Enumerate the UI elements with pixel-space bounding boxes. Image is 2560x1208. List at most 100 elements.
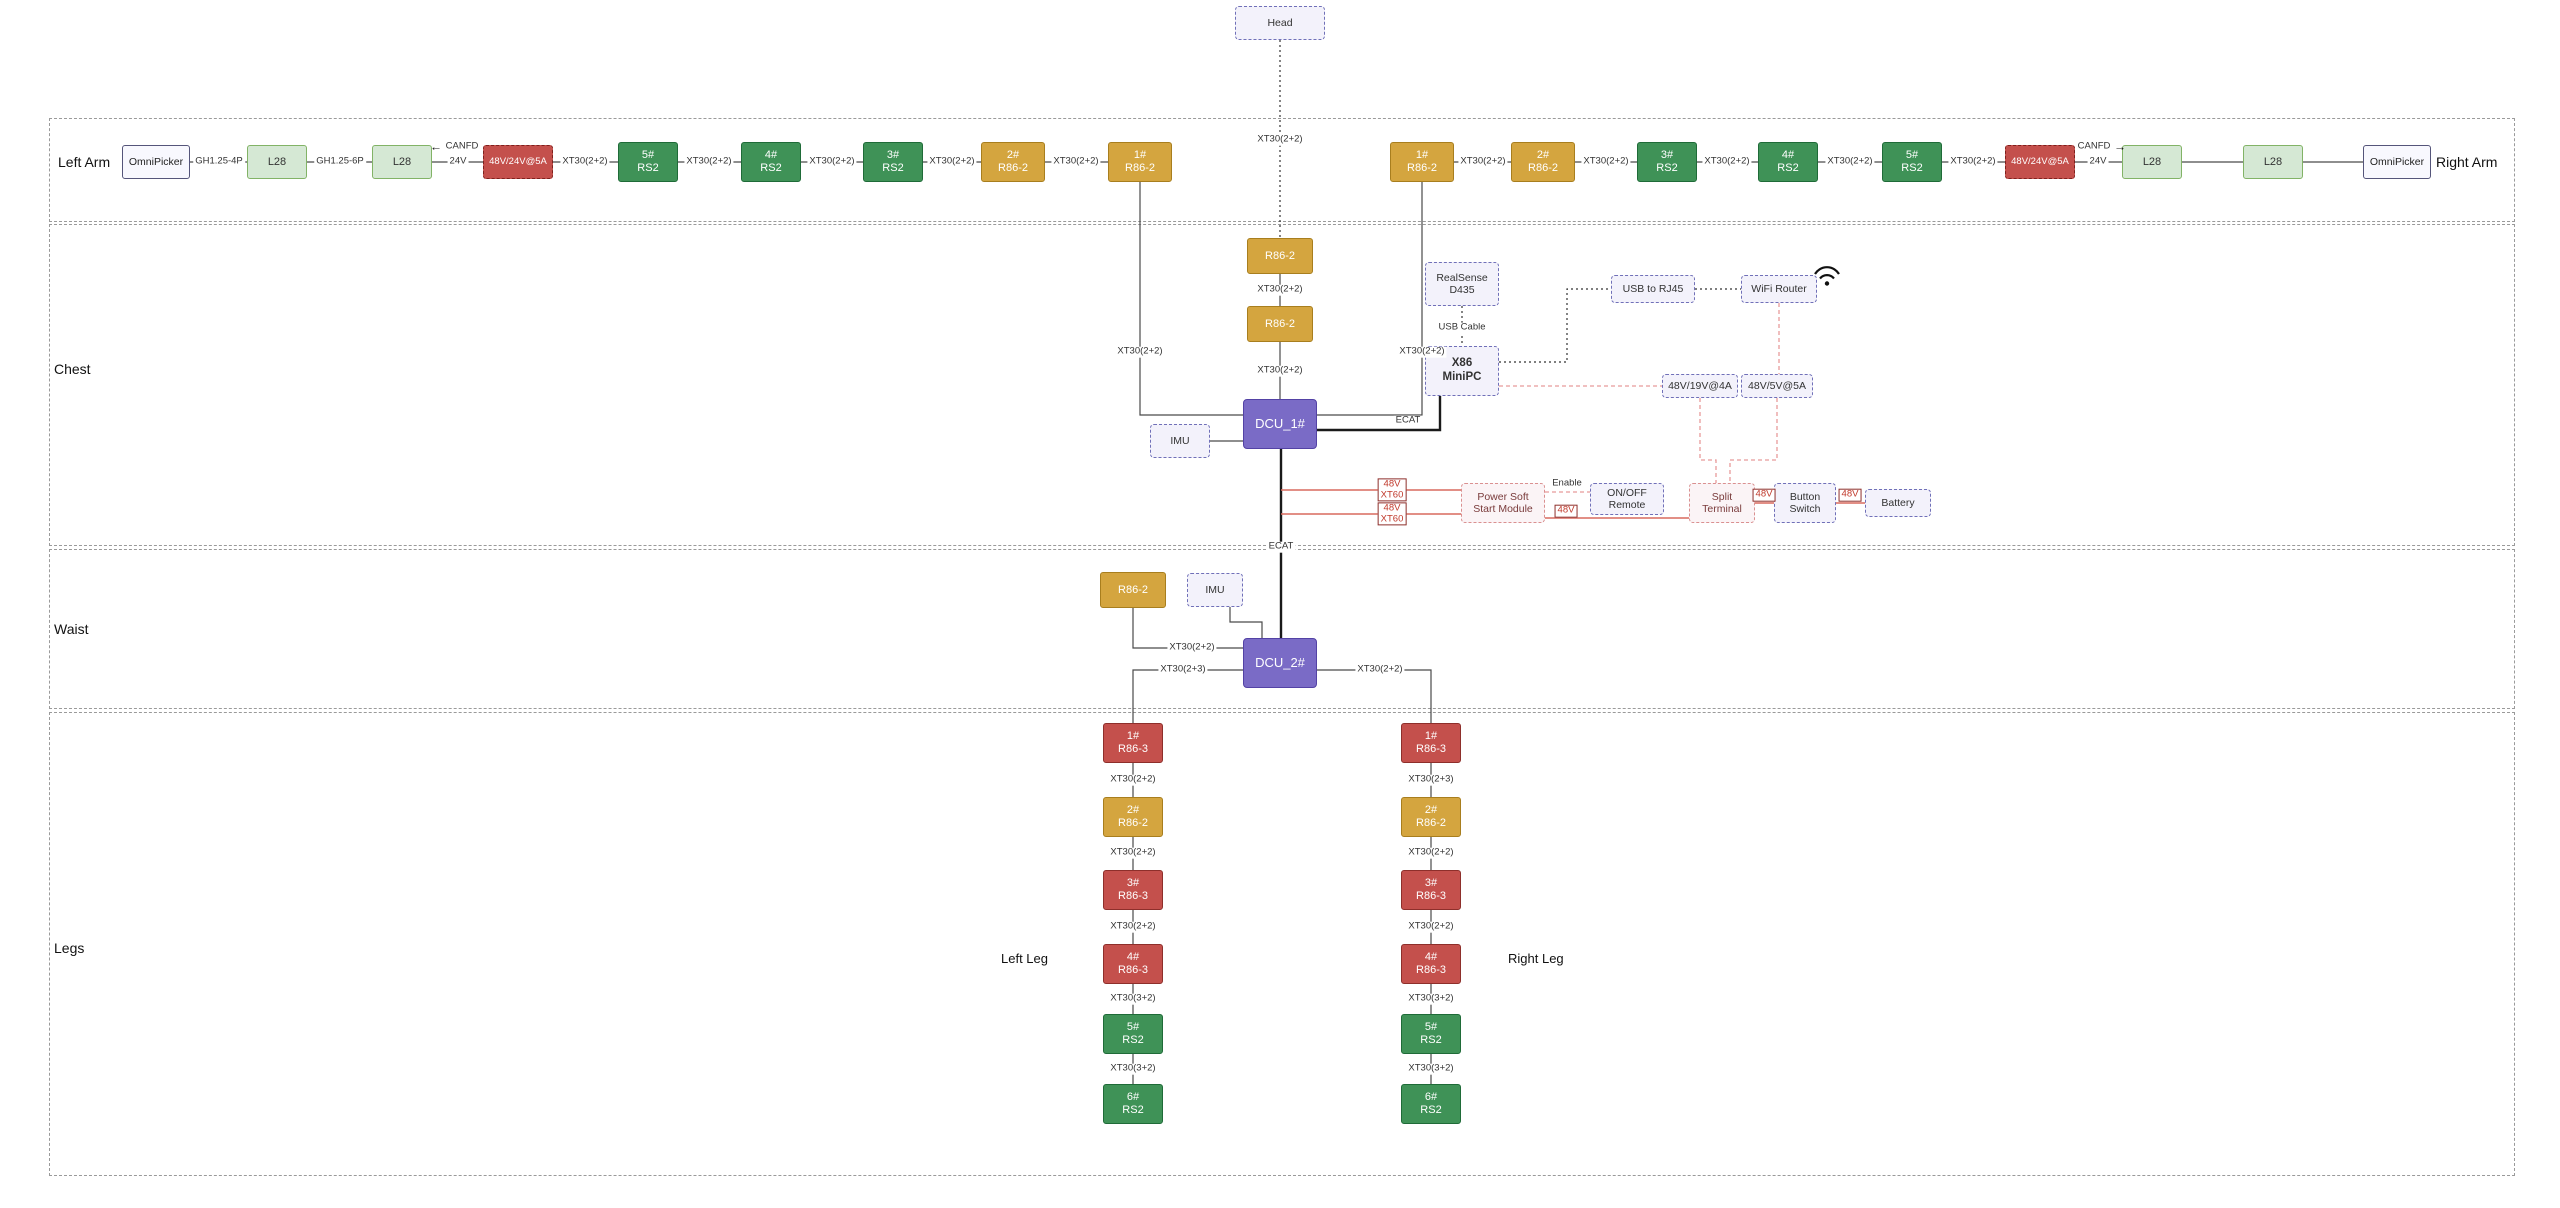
canfd-arrow-right-icon: → (2114, 139, 2126, 154)
realsense-d435-label: RealSense (1436, 271, 1488, 284)
psu-48v-24v-left: 48V/24V@5A (483, 145, 553, 179)
link-label: XT30(3+2) (1406, 1062, 1456, 1075)
l28-right-b-label: L28 (2263, 155, 2283, 168)
group-label-left-leg: Left Leg (1001, 951, 1048, 966)
leg-left-3-r86-3-label: 3# (1126, 877, 1140, 890)
link-label: XT30(2+2) (1948, 155, 1998, 168)
leg-left-4-r86-3-label: 4# (1126, 951, 1140, 964)
link-label: XT30(3+2) (1406, 992, 1456, 1005)
link-label: USB Cable (1436, 321, 1488, 334)
link-label: XT30(2+2) (1051, 155, 1101, 168)
button-switch-label: Button (1789, 490, 1821, 503)
psu-48v-24v-right-label: 48V/24V@5A (2011, 156, 2069, 168)
arm-left-3-rs2: 3#RS2 (863, 142, 923, 182)
battery: Battery (1865, 489, 1931, 517)
arm-left-5-rs2: 5#RS2 (618, 142, 678, 182)
l28-left-a-label: L28 (267, 155, 287, 168)
link-label: XT30(2+2) (927, 155, 977, 168)
leg-right-4-r86-3-label: R86-3 (1416, 964, 1446, 976)
link-label: XT30(2+2) (1825, 155, 1875, 168)
leg-left-3-r86-3: 3#R86-3 (1103, 870, 1163, 910)
waist-r86-2-label: R86-2 (1118, 583, 1148, 596)
leg-right-3-r86-3: 3#R86-3 (1401, 870, 1461, 910)
link-label: ECAT (1393, 414, 1423, 427)
leg-right-6-rs2-label: RS2 (1420, 1104, 1442, 1116)
wifi-router-label: WiFi Router (1751, 282, 1807, 295)
leg-left-4-r86-3: 4#R86-3 (1103, 944, 1163, 984)
arm-left-1-r86: 1#R86-2 (1108, 142, 1172, 182)
leg-left-2-r86-2: 2#R86-2 (1103, 797, 1163, 837)
arm-right-5-rs2-label: RS2 (1901, 162, 1923, 174)
leg-right-1-r86-3-label: 1# (1424, 730, 1438, 743)
leg-right-4-r86-3-label: 4# (1424, 951, 1438, 964)
link-label: XT30(2+3) (1406, 773, 1456, 786)
arm-right-1-r86-label: R86-2 (1407, 162, 1437, 174)
leg-left-2-r86-2-label: 2# (1126, 804, 1140, 817)
link-label: XT30(2+2) (1167, 641, 1217, 654)
l28-right-b: L28 (2243, 145, 2303, 179)
section-label-left-arm: Left Arm (56, 154, 113, 170)
wifi-icon (1814, 266, 1840, 286)
leg-left-6-rs2-label: 6# (1126, 1091, 1140, 1104)
arm-left-5-rs2-label: RS2 (637, 162, 659, 174)
link-label: XT30(2+2) (1108, 846, 1158, 859)
arm-right-riser (1317, 182, 1423, 416)
arm-left-2-r86-label: 2# (1006, 149, 1020, 162)
link-label: XT30(2+2) (684, 155, 734, 168)
chest-r86-2-a: R86-2 (1247, 238, 1313, 274)
l28-left-a: L28 (247, 145, 307, 179)
arm-right-3-rs2: 3#RS2 (1637, 142, 1697, 182)
link-label: XT30(2+2) (1406, 846, 1456, 859)
leg-right-5-rs2-label: RS2 (1420, 1034, 1442, 1046)
power-5v-drop (1729, 398, 1778, 483)
power-soft-start-module-label: Power Soft (1477, 490, 1529, 503)
onoff-remote-label: Remote (1608, 499, 1646, 511)
leg-right-3-r86-3-label: 3# (1424, 877, 1438, 890)
arm-right-4-rs2: 4#RS2 (1758, 142, 1818, 182)
dcu-1-label: DCU_1# (1255, 416, 1305, 432)
leg-left-4-r86-3-label: R86-3 (1118, 964, 1148, 976)
link-label: XT30(2+2) (1255, 133, 1305, 146)
link-label: XT30(2+2) (1702, 155, 1752, 168)
link-label: XT30(2+2) (1458, 155, 1508, 168)
section-label-legs: Legs (52, 940, 87, 956)
x86-minipc-label: X86 (1451, 357, 1473, 370)
dcu-1: DCU_1# (1243, 399, 1317, 449)
split-terminal-label: Terminal (1702, 503, 1742, 515)
link-label: XT30(2+2) (1115, 345, 1165, 358)
canfd-arrow-left-icon: ← (430, 139, 442, 154)
leg-right-2-r86-2-label: R86-2 (1416, 817, 1446, 829)
arm-right-5-rs2-label: 5# (1905, 149, 1919, 162)
power-soft-start-module-label: Start Module (1473, 503, 1533, 515)
arm-left-1-r86-label: 1# (1133, 149, 1147, 162)
split-terminal-label: Split (1711, 490, 1733, 503)
psu-48v-24v-left-label: 48V/24V@5A (489, 156, 547, 168)
chest-r86-2-b: R86-2 (1247, 306, 1313, 342)
arm-right-2-r86-label: 2# (1536, 149, 1550, 162)
link-label: GH1.25-4P (193, 155, 245, 168)
leg-right-1-r86-3: 1#R86-3 (1401, 723, 1461, 763)
conv-48v-5v-label: 48V/5V@5A (1748, 379, 1806, 392)
omnipicker-right-label: OmniPicker (2369, 155, 2425, 168)
link-label: XT30(2+2) (807, 155, 857, 168)
leg-left-2-r86-2-label: R86-2 (1118, 817, 1148, 829)
leg-right-4-r86-3: 4#R86-3 (1401, 944, 1461, 984)
waist-r86-2: R86-2 (1100, 572, 1166, 608)
chest-imu: IMU (1150, 424, 1210, 458)
link-label: GH1.25-6P (314, 155, 366, 168)
link-label: XT30(2+2) (1406, 920, 1456, 933)
leg-left-6-rs2-label: RS2 (1122, 1104, 1144, 1116)
group-label-right-leg: Right Leg (1508, 951, 1564, 966)
leg-left-5-rs2-label: 5# (1126, 1021, 1140, 1034)
arm-right-4-rs2-label: 4# (1781, 149, 1795, 162)
link-label: 24V (447, 155, 469, 168)
link-label: XT30(3+2) (1108, 1062, 1158, 1075)
leg-right-1-r86-3-label: R86-3 (1416, 743, 1446, 755)
leg-right-6-rs2: 6#RS2 (1401, 1084, 1461, 1124)
arm-right-1-r86-label: 1# (1415, 149, 1429, 162)
